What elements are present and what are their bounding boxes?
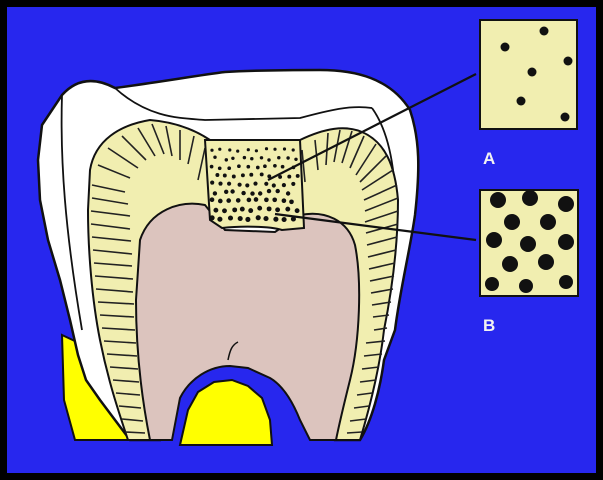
cavity-dot <box>238 216 243 221</box>
cavity-dot <box>257 206 262 211</box>
cavity-dot <box>255 149 258 152</box>
cavity-dot <box>282 217 287 222</box>
cavity-dot <box>260 172 264 176</box>
cavity-dot <box>272 197 277 202</box>
cavity-dot <box>243 156 246 159</box>
cavity-dot <box>295 208 300 213</box>
cavity-dot <box>267 158 270 161</box>
cavity-dot <box>230 189 234 193</box>
cavity-dot <box>224 190 228 194</box>
cavity-dot <box>248 208 253 213</box>
cavity-dot <box>236 198 241 203</box>
cavity-dot <box>213 208 218 213</box>
cavity-dot <box>240 207 245 212</box>
cavity-dot <box>267 206 272 211</box>
cavity-dot <box>285 207 290 212</box>
cavity-dot <box>263 216 268 221</box>
cavity-dot <box>231 157 234 160</box>
cavity-dot <box>237 164 241 168</box>
cavity-dot <box>273 217 278 222</box>
cavity-dot <box>210 197 215 202</box>
cavity-dot <box>273 164 277 168</box>
cavity-dot <box>213 155 216 158</box>
cavity-dot <box>282 183 286 187</box>
cavity-dot <box>210 181 214 185</box>
cavity-dot <box>241 173 245 177</box>
cavity-dot <box>286 156 289 159</box>
cavity-dot <box>263 164 267 168</box>
cavity-dot <box>246 165 250 169</box>
cavity-dot <box>218 199 223 204</box>
cavity-dot <box>223 174 227 178</box>
cavity-dot <box>227 166 231 170</box>
cavity-dot <box>286 191 290 195</box>
cavity-dot <box>247 198 252 203</box>
inset-b-label: B <box>483 316 495 335</box>
cavity-dot <box>247 148 250 151</box>
cavity-dot <box>210 165 214 169</box>
cavity-dot <box>213 191 217 195</box>
cavity-dot <box>264 182 268 186</box>
cavity-dot <box>277 156 280 159</box>
cavity-dot <box>222 208 227 213</box>
cavity-dot <box>265 147 268 150</box>
cavity-dot <box>253 182 257 186</box>
cavity-dot <box>258 191 262 195</box>
cavity-dot <box>287 175 291 179</box>
cavity-dot <box>236 150 239 153</box>
cavity-dot <box>218 148 221 151</box>
cavity-dot <box>227 182 231 186</box>
cavity-dot <box>267 189 271 193</box>
cavity-dot <box>294 158 297 161</box>
cavity-dot <box>225 158 228 161</box>
cavity-dot <box>291 182 295 186</box>
cavity-dot <box>215 173 219 177</box>
cavity-dot <box>250 191 254 195</box>
cavity-dot <box>275 207 280 212</box>
cavity-dot <box>276 189 280 193</box>
cavity-dot <box>281 165 285 169</box>
cavity-dot <box>289 199 294 204</box>
cavity-dot <box>217 217 222 222</box>
cavity-dot <box>238 183 242 187</box>
cavity-dot <box>272 183 276 187</box>
cavity-dot <box>292 148 295 151</box>
cavity-dot <box>264 197 269 202</box>
cavity-dot <box>218 182 222 186</box>
cavity-dot <box>282 198 287 203</box>
cavity-dot <box>245 217 250 222</box>
cavity-dot <box>256 215 261 220</box>
cavity-dot <box>241 191 245 195</box>
cavity-dot <box>245 183 249 187</box>
cavity-dot <box>250 157 253 160</box>
cavity-dot <box>260 156 263 159</box>
cavity-dot <box>228 148 231 151</box>
cavity-dot <box>210 149 213 152</box>
cavity-dot <box>218 166 222 170</box>
cavity-dot <box>226 198 231 203</box>
cavity-dot <box>273 148 276 151</box>
cavity-dot <box>256 166 260 170</box>
cavity-dot <box>254 197 259 202</box>
cavity-dot <box>232 175 236 179</box>
cavity-dot <box>232 207 237 212</box>
cavity-dot <box>228 215 233 220</box>
cavity-dot <box>283 147 286 150</box>
cavity-dot <box>210 215 215 220</box>
inset-a-label: A <box>483 149 495 168</box>
cavity-dot <box>249 173 253 177</box>
cavity-dot <box>296 174 300 178</box>
